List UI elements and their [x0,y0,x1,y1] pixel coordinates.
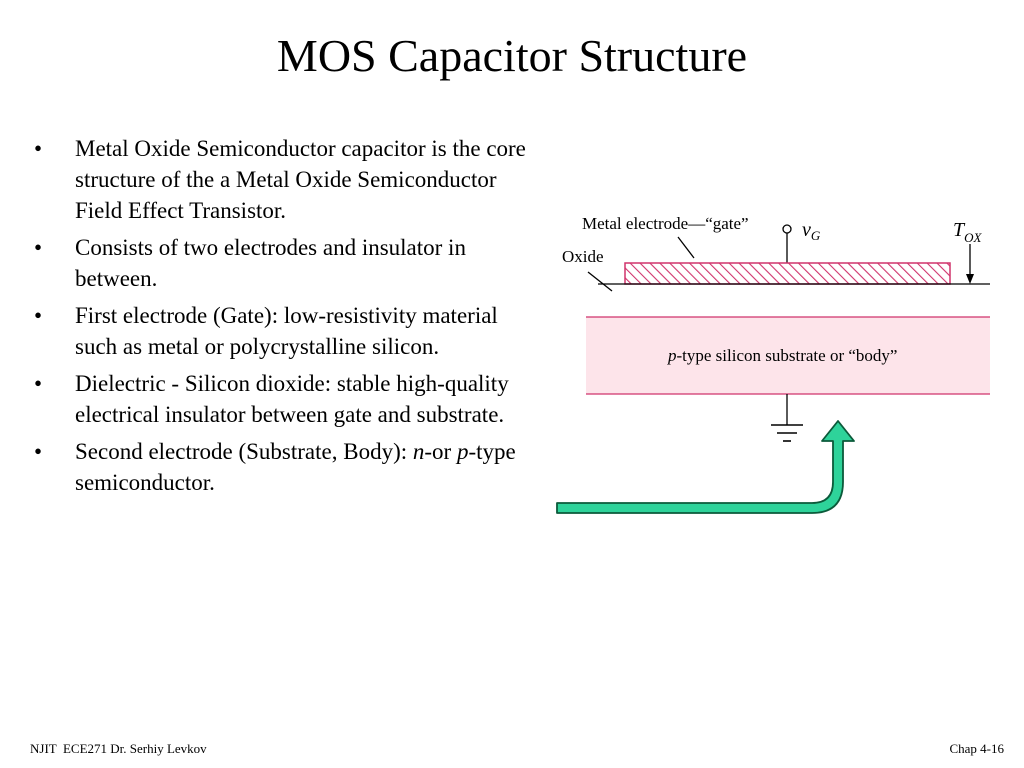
bullet-item: • Dielectric - Silicon dioxide: stable hi… [34,368,544,430]
bullet-text: -type semiconductor. [75,439,516,495]
bullet-text: Second electrode (Substrate, Body): [75,439,413,464]
bullet-item: • First electrode (Gate): low-resistivity… [34,300,544,362]
bullet-text: First electrode (Gate): low-resistivity … [75,303,498,359]
bullet-item: • Consists of two electrodes and insulato… [34,232,544,294]
bullet-dot: • [34,136,43,161]
green-pointer-arrow-icon [556,420,855,514]
bullet-text: -or [424,439,457,464]
bullet-list: • Metal Oxide Semiconductor capacitor is … [34,133,544,504]
bullet-text: Metal Oxide Semiconductor capacitor is t… [75,136,526,223]
footer-slide-number: Chap 4-16 [949,741,1004,756]
oxide-label: Oxide [562,247,604,266]
gate-electrode [624,262,951,285]
bullet-text: n [412,439,425,464]
gate-label: Metal electrode—“gate” [582,214,749,233]
oxide-label-leader [587,271,613,292]
vg-label: vG [802,219,821,243]
mos-capacitor-diagram: Metal electrode—“gate” Oxide vG TOX p-ty… [556,214,990,514]
bullet-dot: • [34,371,43,396]
ground-icon [771,424,803,442]
bullet-text: Dielectric - Silicon dioxide: stable hig… [75,371,509,427]
bullet-item: • Second electrode (Substrate, Body): n-o… [34,436,544,498]
slide-title: MOS Capacitor Structure [276,30,748,81]
gate-label-leader [677,236,695,259]
tox-label: TOX [953,219,983,245]
bullet-text: p [456,439,469,464]
tox-arrowhead-down-icon [966,274,974,284]
bullet-dot: • [34,439,43,464]
bullet-dot: • [34,303,43,328]
gate-terminal-icon [782,224,792,234]
bullet-dot: • [34,235,43,260]
bullet-item: • Metal Oxide Semiconductor capacitor is … [34,133,544,226]
bullet-text: Consists of two electrodes and insulator… [75,235,466,291]
substrate-region [586,317,990,394]
substrate-label: p-type silicon substrate or “body” [667,346,897,365]
footer-course-info: NJIT ECE271 Dr. Serhiy Levkov [30,741,207,756]
